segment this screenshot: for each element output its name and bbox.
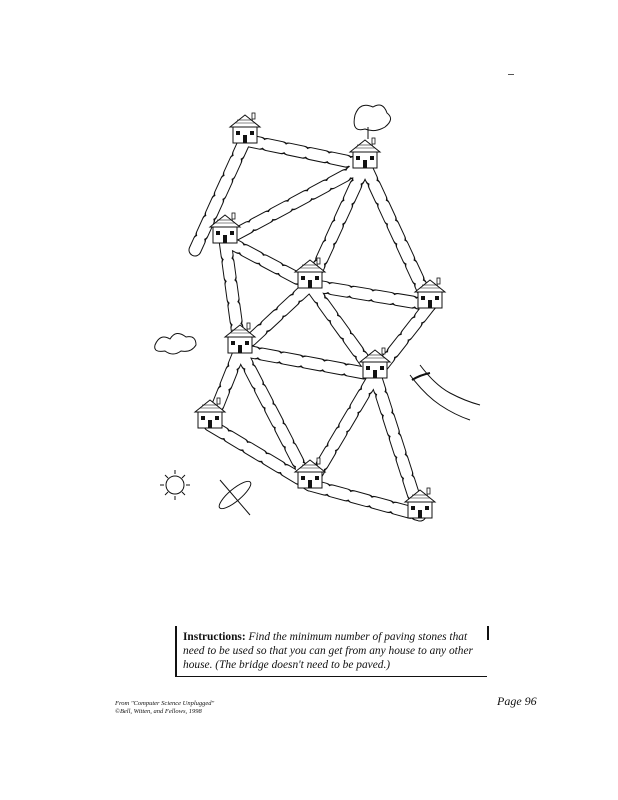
river-bridge-icon	[410, 365, 480, 420]
tree-icon	[354, 105, 390, 139]
credit-copyright: ©Bell, Witten, and Fellows, 1998	[115, 708, 214, 716]
credit-block: From "Computer Science Unplugged" ©Bell,…	[115, 700, 214, 716]
cloud-icon	[155, 333, 196, 354]
credit-source: From "Computer Science Unplugged"	[115, 700, 214, 708]
sun-icon	[160, 470, 190, 500]
instructions-label: Instructions:	[183, 631, 246, 643]
instructions-box: Instructions: Find the minimum number of…	[175, 626, 487, 677]
airplane-icon	[216, 478, 254, 515]
instructions-box-right-rule	[487, 626, 489, 640]
page-number: Page 96	[497, 694, 537, 709]
muddy-city-map-illustration	[150, 75, 520, 565]
